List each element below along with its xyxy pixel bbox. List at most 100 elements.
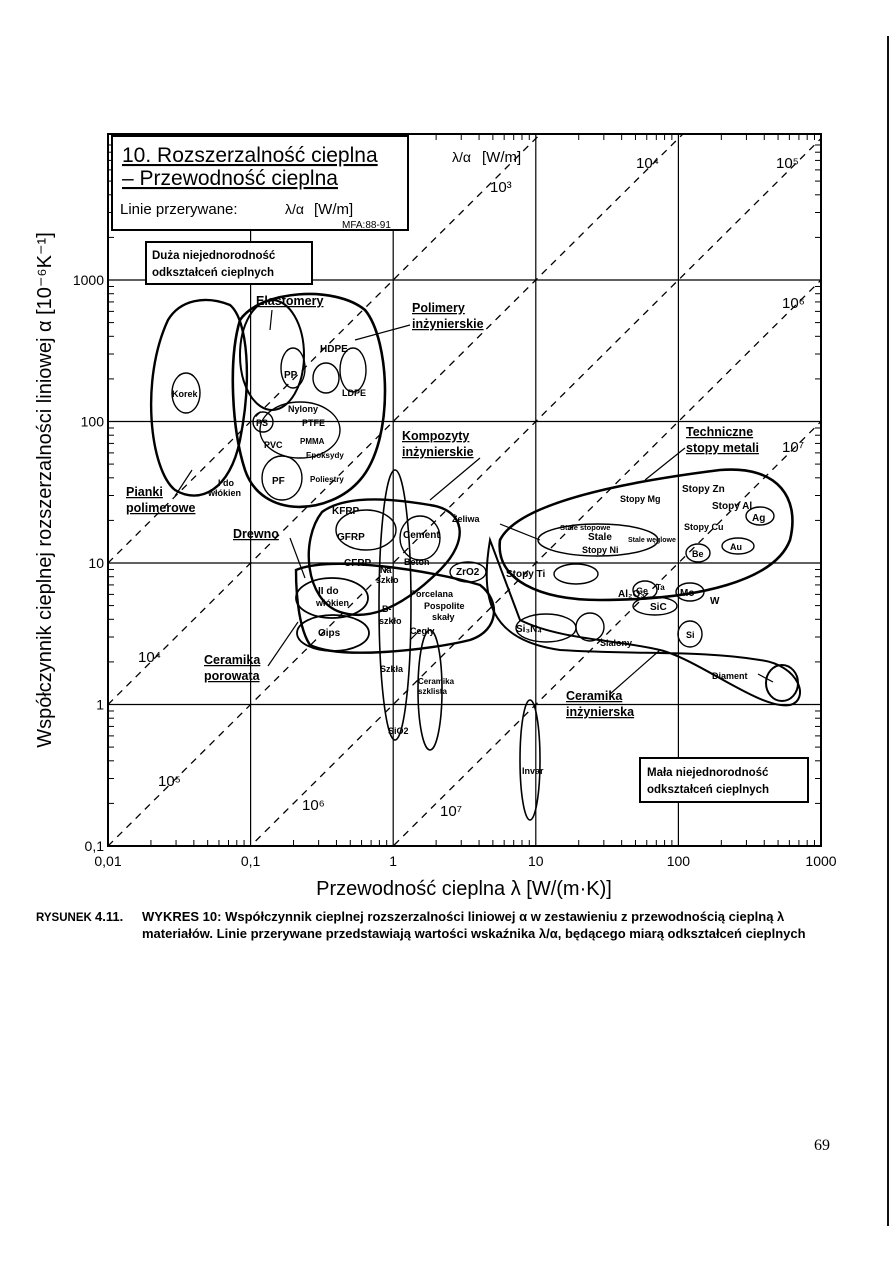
pointer-line bbox=[644, 447, 686, 481]
material-label: włókien bbox=[207, 488, 241, 498]
material-label: Pospolite bbox=[424, 601, 465, 611]
material-label: Epoksydy bbox=[306, 451, 344, 460]
low-mismatch-line1: Mała niejednorodność bbox=[647, 767, 769, 779]
envelope-diament bbox=[765, 664, 799, 702]
chart-title-line1: 10. Rozszerzalność cieplna bbox=[122, 144, 378, 167]
material-label: CFRP bbox=[344, 558, 372, 569]
material-label: SiC bbox=[650, 602, 667, 613]
high-mismatch-line1: Duża niejednorodność bbox=[152, 250, 276, 262]
guide-value-label: 10⁵ bbox=[776, 155, 799, 172]
envelope-mo bbox=[675, 582, 705, 602]
envelope-ag bbox=[745, 506, 775, 526]
pointer-line bbox=[609, 649, 661, 695]
material-label: Elastomery bbox=[256, 294, 323, 308]
guide-value-label: 10⁵ bbox=[158, 773, 181, 790]
title-box: 10. Rozszerzalność cieplna – Przewodność… bbox=[111, 135, 409, 231]
material-label: Nylony bbox=[288, 404, 318, 414]
material-label: Kompozyty bbox=[402, 429, 469, 443]
envelope-si bbox=[677, 620, 703, 648]
material-label: PMMA bbox=[300, 437, 325, 446]
material-label: szklista bbox=[418, 687, 447, 696]
high-mismatch-line2: odkształceń cieplnych bbox=[152, 267, 274, 279]
material-label: HDPE bbox=[320, 344, 348, 355]
x-tick-label: 0,01 bbox=[94, 853, 121, 869]
material-label: inżynierskie bbox=[402, 445, 474, 459]
material-label: Stopy Mg bbox=[620, 494, 661, 504]
guide-value-label: 10⁷ bbox=[440, 803, 462, 820]
material-label: szkło bbox=[379, 616, 402, 626]
envelope-polimery bbox=[231, 292, 387, 509]
source-label: MFA:88-91 bbox=[342, 220, 391, 231]
material-label: B- bbox=[382, 604, 392, 614]
material-label: Pianki bbox=[126, 485, 163, 499]
guide-value-label: 10⁶ bbox=[302, 797, 325, 814]
envelope-elastomery bbox=[239, 299, 305, 411]
envelope-hdpe bbox=[339, 347, 367, 393]
material-label: PP bbox=[284, 370, 298, 381]
material-label: Porcelana bbox=[410, 589, 454, 599]
pointer-line bbox=[174, 469, 193, 497]
x-tick-label: 0,1 bbox=[241, 853, 261, 869]
y-tick-label: 0,1 bbox=[85, 838, 105, 854]
envelope-be bbox=[685, 543, 711, 563]
grid-lines bbox=[108, 134, 821, 846]
material-label: Si₃N₄ bbox=[516, 624, 542, 635]
material-label: Si bbox=[686, 630, 695, 640]
y-tick-label: 1000 bbox=[73, 272, 104, 288]
envelope-szkla bbox=[378, 469, 412, 741]
envelope-termoplasty bbox=[259, 401, 341, 459]
pointer-line bbox=[409, 629, 421, 641]
material-label: polimerowe bbox=[126, 501, 196, 515]
material-label: Stale bbox=[588, 532, 612, 543]
x-axis-label: Przewodność cieplna λ [W/(m·K)] bbox=[316, 878, 612, 900]
material-label: KFRP bbox=[332, 506, 360, 517]
material-label: Gips bbox=[318, 628, 341, 639]
y-tick-label: 10 bbox=[88, 555, 104, 571]
pointer-line bbox=[269, 309, 273, 331]
material-label: PF bbox=[272, 476, 285, 487]
envelope-stopy-ti bbox=[553, 563, 599, 585]
top-ratio-symbol: λ/α bbox=[452, 149, 471, 165]
plot-frame bbox=[107, 133, 822, 847]
material-label: Stale stopowe bbox=[560, 523, 610, 532]
material-label: Drewno bbox=[233, 527, 279, 541]
guide-value-label: 10⁴ bbox=[138, 649, 161, 666]
y-tick-label: 1 bbox=[96, 697, 104, 713]
material-label: szkło bbox=[376, 575, 399, 585]
guide-line bbox=[249, 279, 821, 846]
envelope-stopy-metali bbox=[498, 468, 794, 602]
pointer-line bbox=[267, 621, 299, 667]
material-label: włókien bbox=[315, 598, 349, 608]
x-tick-label: 100 bbox=[667, 853, 691, 869]
material-label: Invar bbox=[522, 766, 544, 776]
top-ratio-unit: [W/m] bbox=[482, 149, 521, 166]
page-number: 69 bbox=[814, 1137, 830, 1154]
low-mismatch-line2: odkształceń cieplnych bbox=[647, 784, 769, 796]
x-tick-label: 10 bbox=[528, 853, 544, 869]
envelope-ldpe bbox=[312, 362, 340, 394]
pointer-line bbox=[289, 537, 306, 579]
material-envelopes bbox=[149, 292, 801, 821]
guide-value-label: 10⁷ bbox=[782, 439, 804, 456]
envelope-drewno bbox=[295, 577, 369, 619]
material-label: Na bbox=[380, 565, 392, 575]
envelope-au bbox=[721, 537, 755, 555]
guide-value-label: 10⁴ bbox=[636, 155, 659, 172]
figure-caption: RYSUNEK 4.11. WYKRES 10: Współczynnik ci… bbox=[36, 908, 836, 941]
material-label: Ceramika bbox=[566, 689, 623, 703]
envelope-pp bbox=[280, 347, 306, 389]
x-tick-label: 1 bbox=[389, 853, 397, 869]
material-label: Poliestry bbox=[310, 475, 344, 484]
material-label: Stopy Ni bbox=[582, 545, 619, 555]
material-label: ZrO2 bbox=[456, 567, 480, 578]
envelope-pf bbox=[261, 455, 303, 501]
material-label: Korek bbox=[172, 389, 199, 399]
material-label: Cement bbox=[403, 530, 440, 541]
material-label: Stopy Cu bbox=[684, 522, 724, 532]
pointer-line bbox=[757, 673, 774, 683]
page-edge-rule bbox=[887, 36, 889, 1226]
caption-text: WYKRES 10: Współczynnik cieplnej rozszer… bbox=[142, 909, 806, 941]
guide-value-label: 10³ bbox=[490, 179, 512, 196]
material-label: Techniczne bbox=[686, 425, 753, 439]
